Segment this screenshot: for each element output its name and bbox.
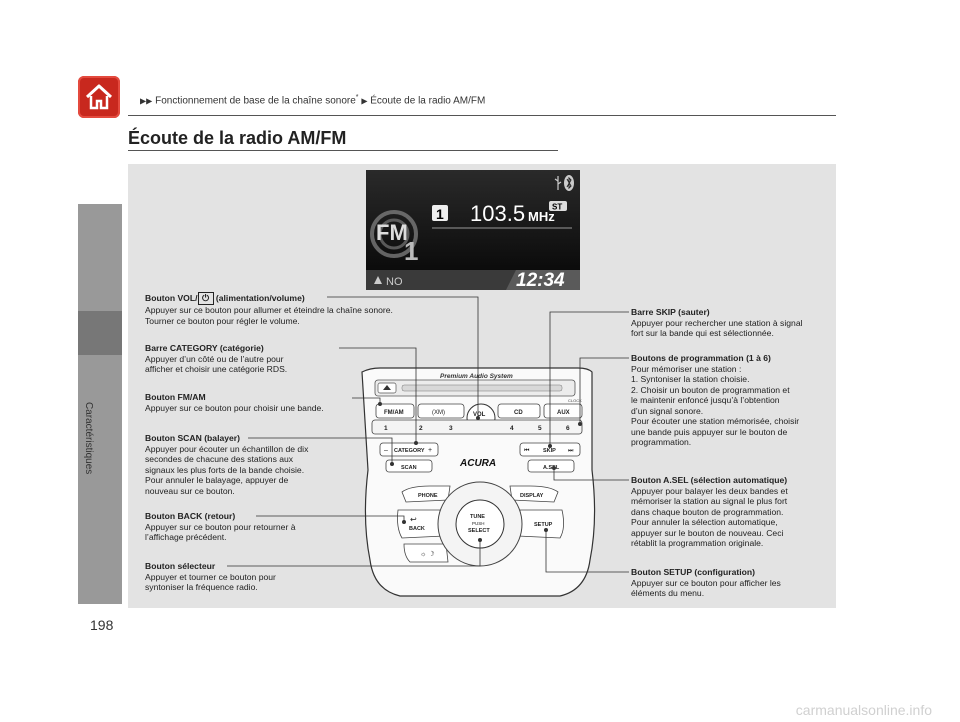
callout-scan: Bouton SCAN (balayer) Appuyer pour écout… [145, 433, 345, 496]
breadcrumb-arrow-icon: ▶ [361, 96, 368, 106]
callout-scan-body: Appuyer pour écouter un échantillon de d… [145, 443, 309, 496]
callout-presets-body: Pour mémoriser une station : [631, 363, 742, 374]
sidebar-section-label: Caractéristiques [83, 402, 94, 475]
callout-vol-body: Appuyer sur ce bouton pour allumer et ét… [145, 305, 393, 326]
callout-skip-body: Appuyer pour rechercher une station à si… [631, 317, 803, 339]
bluetooth-icon [564, 175, 574, 191]
band-indicator: FM [376, 220, 408, 245]
callout-asel-title: Bouton A.SEL (sélection automatique) [631, 475, 788, 485]
callout-setup-title: Bouton SETUP (configuration) [631, 567, 755, 577]
breadcrumb: ▶▶ Fonctionnement de base de la chaîne s… [140, 94, 485, 106]
breadcrumb-star: * [355, 94, 359, 101]
callout-presets-body2: Pour écouter une station mémorisée, choi… [631, 416, 800, 447]
home-icon [85, 84, 113, 110]
sidebar-active-tab[interactable] [78, 311, 122, 355]
callout-back: Bouton BACK (retour) Appuyer sur ce bout… [145, 511, 345, 543]
signal-icon [374, 276, 382, 284]
callout-setup: Bouton SETUP (configuration) Appuyer sur… [631, 567, 831, 599]
breadcrumb-arrow-icon: ▶▶ [140, 96, 153, 106]
breadcrumb-link-current[interactable]: Écoute de la radio AM/FM [370, 95, 486, 107]
header-rule [128, 115, 836, 116]
callout-skip-title: Barre SKIP (sauter) [631, 307, 710, 317]
frequency-readout: 103.5 [470, 201, 525, 226]
callout-selector: Bouton sélecteur Appuyer et tourner ce b… [145, 561, 345, 593]
page-number: 198 [90, 617, 114, 633]
band-number: 1 [404, 236, 418, 266]
page-title: Écoute de la radio AM/FM [128, 128, 347, 148]
callout-selector-title: Bouton sélecteur [145, 561, 216, 571]
callout-presets: Boutons de programmation (1 à 6) Pour mé… [631, 353, 831, 448]
sidebar-tab-strip [78, 204, 122, 604]
watermark: carmanualsonline.info [795, 702, 932, 718]
callout-asel-body: Appuyer pour balayer les deux bandes et … [631, 485, 788, 549]
audio-display-screen: FM 1 1 103.5 MHz ST NO 12:34 [366, 170, 580, 290]
callout-vol-title-pre: Bouton VOL/ [145, 292, 198, 303]
callout-setup-body: Appuyer sur ce bouton pour afficher les … [631, 577, 781, 599]
callout-presets-step2: 2. Choisir un bouton de programmation et… [631, 384, 790, 416]
callout-fmam: Bouton FM/AM Appuyer sur ce bouton pour … [145, 392, 365, 413]
breadcrumb-link-basic[interactable]: Fonctionnement de base de la chaîne sono… [155, 95, 356, 107]
callout-asel: Bouton A.SEL (sélection automatique) App… [631, 475, 831, 549]
callout-fmam-title: Bouton FM/AM [145, 392, 206, 402]
callout-selector-body: Appuyer et tourner ce bouton pour synton… [145, 571, 276, 593]
callout-category: Barre CATEGORY (catégorie) Appuyer d’un … [145, 343, 345, 375]
clock-readout: 12:34 [516, 270, 565, 290]
power-symbol-icon: ⏻ [197, 292, 214, 305]
callout-category-title: Barre CATEGORY (catégorie) [145, 343, 264, 353]
stereo-indicator: ST [552, 203, 562, 212]
callout-vol: Bouton VOL/⏻ (alimentation/volume) Appuy… [145, 292, 445, 326]
rds-indicator: NO [386, 276, 403, 288]
callout-skip: Barre SKIP (sauter) Appuyer pour recherc… [631, 307, 831, 339]
callout-presets-title: Boutons de programmation (1 à 6) [631, 353, 771, 363]
frequency-unit: MHz [528, 209, 555, 224]
callout-vol-title-post: (alimentation/volume) [213, 292, 305, 303]
callout-back-body: Appuyer sur ce bouton pour retourner à l… [145, 521, 296, 543]
callout-presets-step1: 1. Syntoniser la station choisie. [631, 374, 750, 384]
callout-category-body: Appuyer d’un côté ou de l’autre pour aff… [145, 353, 288, 375]
usb-icon [554, 176, 562, 190]
title-rule [128, 150, 558, 151]
callout-scan-title: Bouton SCAN (balayer) [145, 433, 241, 443]
preset-number: 1 [436, 206, 444, 222]
callout-fmam-body: Appuyer sur ce bouton pour choisir une b… [145, 402, 324, 413]
callout-back-title: Bouton BACK (retour) [145, 511, 236, 521]
home-button[interactable] [78, 76, 120, 118]
